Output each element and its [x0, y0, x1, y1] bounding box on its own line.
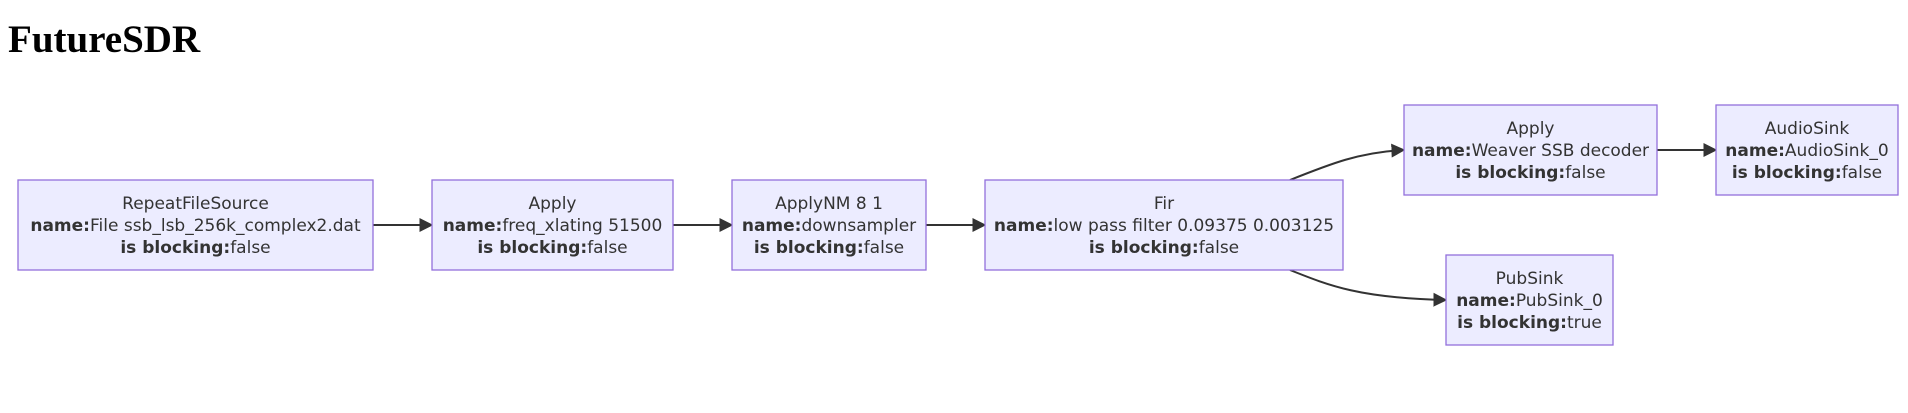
node-applynm-downsampler[interactable]: ApplyNM 8 1 name:downsampler is blocking… [731, 179, 927, 271]
node-name-label: name: [1412, 141, 1472, 161]
node-fir[interactable]: Fir name:low pass filter 0.09375 0.00312… [984, 179, 1344, 271]
node-type: Fir [1154, 194, 1174, 214]
edges [373, 143, 1718, 307]
node-blocking-value: false [1565, 163, 1605, 183]
node-type: AudioSink [1765, 119, 1850, 139]
node-apply-weaver-ssb-decoder[interactable]: Apply name:Weaver SSB decoder is blockin… [1403, 104, 1658, 196]
node-name-line: name:File ssb_lsb_256k_complex2.dat [30, 216, 361, 236]
node-name-label: name: [1725, 141, 1785, 161]
node-box [1715, 104, 1899, 196]
node-name-label: name: [1456, 291, 1516, 311]
node-box [431, 179, 674, 271]
node-blocking-label: is blocking: [1457, 313, 1567, 333]
node-audio-sink[interactable]: AudioSink name:AudioSink_0 is blocking:f… [1715, 104, 1899, 196]
node-name-line: name:low pass filter 0.09375 0.003125 [994, 216, 1334, 236]
node-pub-sink[interactable]: PubSink name:PubSink_0 is blocking:true [1445, 254, 1614, 346]
node-blocking-label: is blocking: [120, 238, 230, 258]
node-blocking-label: is blocking: [477, 238, 587, 258]
node-name-label: name: [30, 216, 90, 236]
node-blocking-line: is blocking:false [1089, 238, 1239, 258]
node-blocking-value: true [1567, 313, 1602, 333]
node-type: RepeatFileSource [122, 194, 269, 214]
node-name-label: name: [443, 216, 503, 236]
node-apply-freq-xlating[interactable]: Apply name:freq_xlating 51500 is blockin… [431, 179, 674, 271]
node-blocking-value: false [1842, 163, 1882, 183]
node-blocking-value: false [1199, 238, 1239, 258]
node-name-label: name: [742, 216, 802, 236]
node-name-line: name:freq_xlating 51500 [443, 216, 663, 236]
node-blocking-line: is blocking:false [120, 238, 270, 258]
node-box [1445, 254, 1614, 346]
node-blocking-label: is blocking: [1732, 163, 1842, 183]
node-blocking-value: false [230, 238, 270, 258]
node-blocking-line: is blocking:false [477, 238, 627, 258]
node-type: ApplyNM 8 1 [775, 194, 883, 214]
node-blocking-line: is blocking:true [1457, 313, 1602, 333]
edge-fir-to-weaver [1289, 143, 1406, 181]
node-blocking-line: is blocking:false [754, 238, 904, 258]
node-box [731, 179, 927, 271]
node-name-value: PubSink_0 [1516, 291, 1603, 311]
node-name-value: File ssb_lsb_256k_complex2.dat [90, 216, 361, 236]
page-title: FutureSDR [8, 18, 201, 61]
node-name-line: name:Weaver SSB decoder [1412, 141, 1649, 161]
node-type: PubSink [1496, 269, 1564, 289]
node-blocking-line: is blocking:false [1732, 163, 1882, 183]
node-type: Apply [1507, 119, 1555, 139]
node-name-line: name:downsampler [742, 216, 916, 236]
node-name-value: downsampler [801, 216, 916, 236]
node-box [17, 179, 374, 271]
node-name-label: name: [994, 216, 1054, 236]
node-blocking-line: is blocking:false [1455, 163, 1605, 183]
node-blocking-label: is blocking: [1455, 163, 1565, 183]
node-repeat-file-source[interactable]: RepeatFileSource name:File ssb_lsb_256k_… [17, 179, 374, 271]
node-blocking-label: is blocking: [1089, 238, 1199, 258]
node-name-value: freq_xlating 51500 [502, 216, 662, 236]
node-type: Apply [529, 194, 577, 214]
node-box [1403, 104, 1658, 196]
node-blocking-value: false [587, 238, 627, 258]
node-box [984, 179, 1344, 271]
node-blocking-label: is blocking: [754, 238, 864, 258]
node-name-value: low pass filter 0.09375 0.003125 [1054, 216, 1335, 236]
node-name-value: AudioSink_0 [1785, 141, 1889, 161]
node-name-line: name:PubSink_0 [1456, 291, 1603, 311]
node-blocking-value: false [864, 238, 904, 258]
node-name-line: name:AudioSink_0 [1725, 141, 1888, 161]
edge-fir-to-pubsink [1289, 269, 1448, 307]
node-name-value: Weaver SSB decoder [1472, 141, 1650, 161]
